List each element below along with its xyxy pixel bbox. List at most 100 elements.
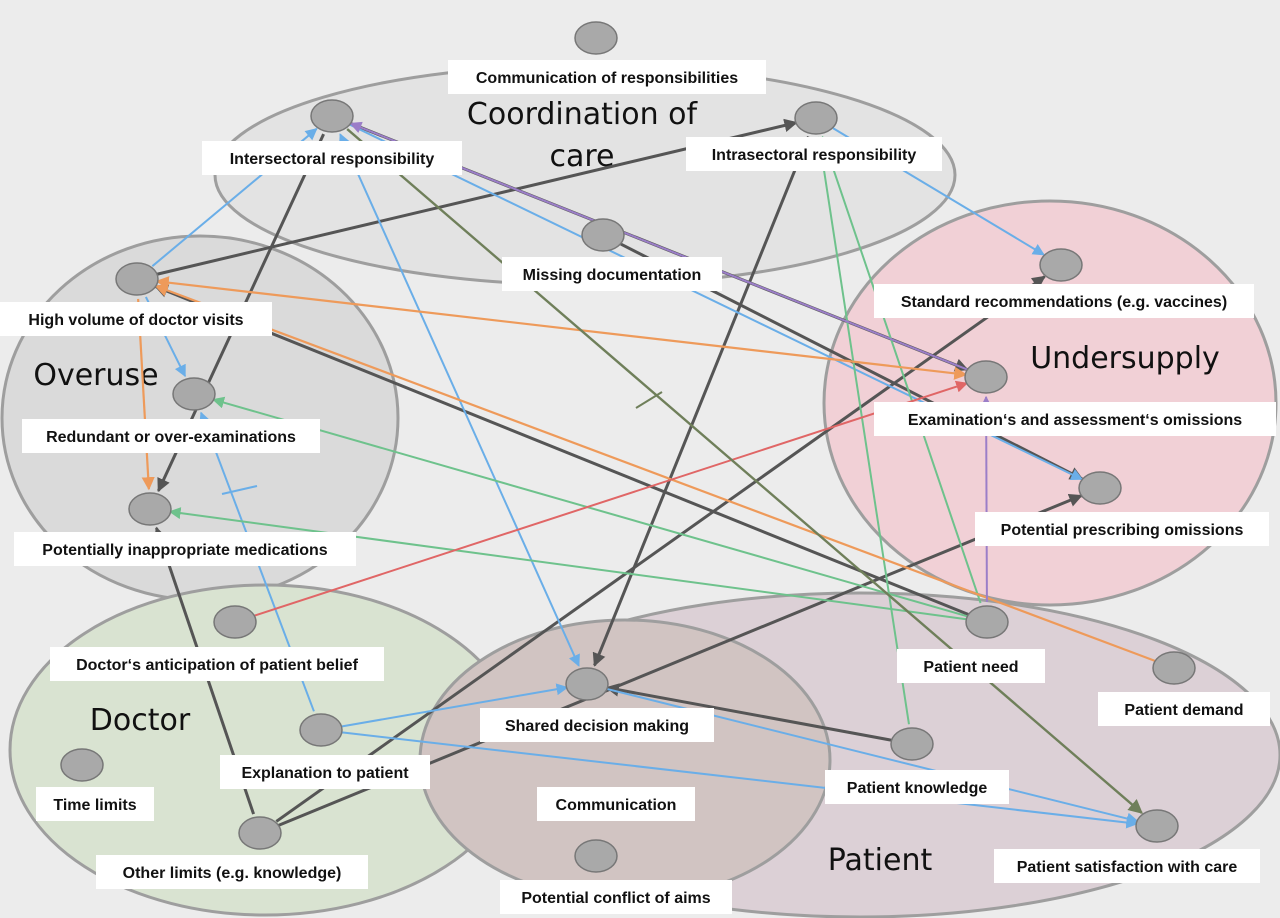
node-label-text: Potentially inappropriate medications bbox=[42, 542, 327, 559]
node-label-box bbox=[220, 755, 430, 789]
node-label-box bbox=[537, 787, 695, 821]
node-label-box bbox=[874, 284, 1254, 318]
node-label-box bbox=[96, 855, 368, 889]
cluster-title-overuse: Overuse bbox=[33, 358, 158, 393]
node-patient_sat bbox=[1135, 809, 1179, 843]
node-other_limits bbox=[238, 816, 282, 850]
cluster-title-undersupply: Undersupply bbox=[1030, 341, 1220, 376]
node-label-text: Intersectoral responsibility bbox=[230, 151, 435, 168]
node-label-communication: Communication bbox=[537, 787, 695, 821]
node-label-patient_demand: Patient demand bbox=[1098, 692, 1270, 726]
node-layer bbox=[60, 21, 1196, 873]
edge-patient_know-to-intra_resp bbox=[814, 136, 910, 725]
edge-layer bbox=[137, 118, 1156, 829]
node-label-text: Missing documentation bbox=[523, 267, 702, 284]
node-label-std_rec: Standard recommendations (e.g. vaccines) bbox=[874, 284, 1254, 318]
node-label-text: Patient demand bbox=[1124, 702, 1243, 719]
node-label-box bbox=[897, 649, 1045, 683]
node-label-redundant: Redundant or over-examinations bbox=[22, 419, 320, 453]
node-label-patient_know: Patient knowledge bbox=[825, 770, 1009, 804]
node-std_rec bbox=[1039, 248, 1083, 282]
edge-patient_need-to-redundant bbox=[212, 396, 969, 618]
node-label-box bbox=[1098, 692, 1270, 726]
node-label-shared_dm: Shared decision making bbox=[480, 708, 714, 742]
edge-explanation-to-shared_dm bbox=[340, 683, 569, 728]
node-pim bbox=[128, 492, 172, 526]
node-label-box bbox=[14, 532, 356, 566]
node-label-text: Communication bbox=[556, 797, 677, 814]
node-explanation bbox=[299, 713, 343, 747]
cluster-title-doctor: Doctor bbox=[90, 703, 191, 738]
node-label-text: Communication of responsibilities bbox=[476, 70, 738, 87]
node-label-box bbox=[500, 880, 732, 914]
label-layer: Communication of responsibilitiesInterse… bbox=[0, 60, 1276, 914]
node-label-text: Redundant or over-examinations bbox=[46, 429, 296, 446]
node-label-text: Explanation to patient bbox=[241, 765, 409, 782]
node-label-box bbox=[825, 770, 1009, 804]
node-patient_demand bbox=[1152, 651, 1196, 685]
node-label-text: Doctor‘s anticipation of patient belief bbox=[76, 657, 358, 674]
node-time_limits bbox=[60, 748, 104, 782]
edge-tick-mark bbox=[635, 391, 663, 409]
node-label-time_limits: Time limits bbox=[36, 787, 154, 821]
node-redundant bbox=[172, 377, 216, 411]
node-label-box bbox=[0, 302, 272, 336]
node-label-comm_resp: Communication of responsibilities bbox=[448, 60, 766, 94]
node-label-text: Standard recommendations (e.g. vaccines) bbox=[901, 294, 1227, 311]
node-label-conflict: Potential conflict of aims bbox=[500, 880, 732, 914]
node-label-text: Potential conflict of aims bbox=[521, 890, 710, 907]
edge-doc_anticip-to-exam_omit bbox=[253, 380, 969, 617]
node-label-box bbox=[50, 647, 384, 681]
node-label-exam_omit: Examination‘s and assessment‘s omissions bbox=[874, 402, 1276, 436]
node-inter_resp bbox=[310, 99, 354, 133]
edge-patient_know-to-shared_dm bbox=[605, 683, 893, 742]
edge-tick-mark bbox=[221, 485, 258, 495]
cluster-communication bbox=[418, 618, 832, 902]
node-label-box bbox=[975, 512, 1269, 546]
node-label-high_volume: High volume of doctor visits bbox=[0, 302, 272, 336]
node-label-inter_resp: Intersectoral responsibility bbox=[202, 141, 462, 175]
node-intra_resp bbox=[794, 101, 838, 135]
node-label-text: Patient satisfaction with care bbox=[1017, 859, 1238, 876]
node-label-presc_omit: Potential prescribing omissions bbox=[975, 512, 1269, 546]
edge-explanation-to-patient_sat bbox=[340, 731, 1139, 829]
node-label-text: Examination‘s and assessment‘s omissions bbox=[908, 412, 1242, 429]
node-comm_resp bbox=[574, 21, 618, 55]
node-label-text: Other limits (e.g. knowledge) bbox=[123, 865, 342, 882]
node-label-text: Patient need bbox=[923, 659, 1018, 676]
node-label-box bbox=[480, 708, 714, 742]
node-label-missing_doc: Missing documentation bbox=[502, 257, 722, 291]
node-exam_omit bbox=[964, 360, 1008, 394]
node-high_volume bbox=[115, 262, 159, 296]
node-label-text: Time limits bbox=[53, 797, 136, 814]
node-label-patient_need: Patient need bbox=[897, 649, 1045, 683]
node-label-text: Potential prescribing omissions bbox=[1001, 522, 1244, 539]
node-label-box bbox=[202, 141, 462, 175]
node-conflict bbox=[574, 839, 618, 873]
node-label-text: High volume of doctor visits bbox=[28, 312, 243, 329]
node-label-box bbox=[502, 257, 722, 291]
node-label-pim: Potentially inappropriate medications bbox=[14, 532, 356, 566]
node-doc_anticip bbox=[213, 605, 257, 639]
edge-patient_demand-to-high_volume bbox=[154, 284, 1156, 663]
node-label-other_limits: Other limits (e.g. knowledge) bbox=[96, 855, 368, 889]
node-label-box bbox=[448, 60, 766, 94]
node-label-box bbox=[36, 787, 154, 821]
node-presc_omit bbox=[1078, 471, 1122, 505]
node-label-doc_anticip: Doctor‘s anticipation of patient belief bbox=[50, 647, 384, 681]
node-label-box bbox=[874, 402, 1276, 436]
node-label-explanation: Explanation to patient bbox=[220, 755, 430, 789]
node-missing_doc bbox=[581, 218, 625, 252]
node-patient_need bbox=[965, 605, 1009, 639]
node-label-box bbox=[686, 137, 942, 171]
node-label-patient_sat: Patient satisfaction with care bbox=[994, 849, 1260, 883]
node-label-box bbox=[22, 419, 320, 453]
node-patient_know bbox=[890, 727, 934, 761]
edge-inter_resp-to-patient_sat bbox=[346, 128, 1143, 814]
node-label-box bbox=[994, 849, 1260, 883]
edge-patient_need-to-pim bbox=[168, 507, 968, 621]
cluster-title-coordination: Coordination of bbox=[467, 97, 699, 132]
node-label-text: Intrasectoral responsibility bbox=[712, 147, 917, 164]
node-label-intra_resp: Intrasectoral responsibility bbox=[686, 137, 942, 171]
